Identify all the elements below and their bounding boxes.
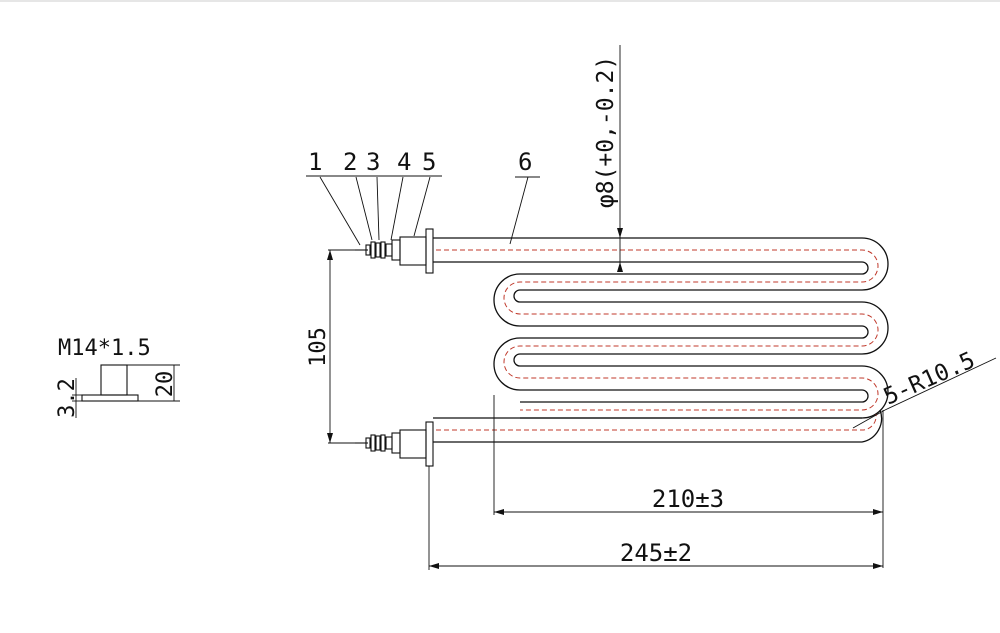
part-label-1: 1 <box>308 148 322 176</box>
leader-4 <box>390 176 404 241</box>
part-label-3: 3 <box>366 148 380 176</box>
thread-label: M14*1.5 <box>58 336 151 361</box>
diameter-dimension: φ8(+0,-0.2) <box>593 45 623 272</box>
diameter-label: φ8(+0,-0.2) <box>593 56 619 208</box>
spacing-dimension: 105 <box>306 249 356 444</box>
nut-flange <box>81 394 139 402</box>
terminal-top <box>355 228 434 274</box>
heating-tube <box>433 237 889 443</box>
part-label-6: 6 <box>518 148 532 176</box>
tube-outer-edge <box>433 237 889 419</box>
flange-thickness-label: 3.2 <box>55 378 80 418</box>
nut-body <box>100 364 128 396</box>
inner-length-label: 210±3 <box>652 485 724 513</box>
heating-core-line <box>436 249 879 411</box>
nut-detail: M14*1.5 20 3.2 <box>55 336 180 418</box>
inner-length-dimension: 210±3 <box>493 395 884 568</box>
leader-5 <box>413 176 431 237</box>
part-label-2: 2 <box>343 148 357 176</box>
radius-label: 5-R10.5 <box>880 347 979 410</box>
leader-3 <box>376 176 380 241</box>
radius-leader <box>884 357 997 411</box>
terminal-bottom <box>355 421 434 467</box>
terminal-flange <box>425 228 434 274</box>
overall-length-label: 245±2 <box>620 539 692 567</box>
tube-inner-edge <box>433 261 869 403</box>
terminal-nut <box>399 236 427 266</box>
nut-height-label: 20 <box>153 371 178 398</box>
top-border <box>0 0 1000 2</box>
part-callouts: 1 2 3 4 5 6 <box>306 148 540 246</box>
overall-length-dimension: 245±2 <box>428 466 883 570</box>
terminal-nut <box>399 429 427 459</box>
spacing-label: 105 <box>306 327 331 367</box>
leader-1 <box>319 176 361 246</box>
part-label-5: 5 <box>422 148 436 176</box>
radius-callout: 5-R10.5 <box>852 347 997 429</box>
terminal-flange <box>425 421 434 467</box>
leader-6 <box>509 176 529 245</box>
leader-2 <box>355 176 373 241</box>
part-label-4: 4 <box>397 148 411 176</box>
